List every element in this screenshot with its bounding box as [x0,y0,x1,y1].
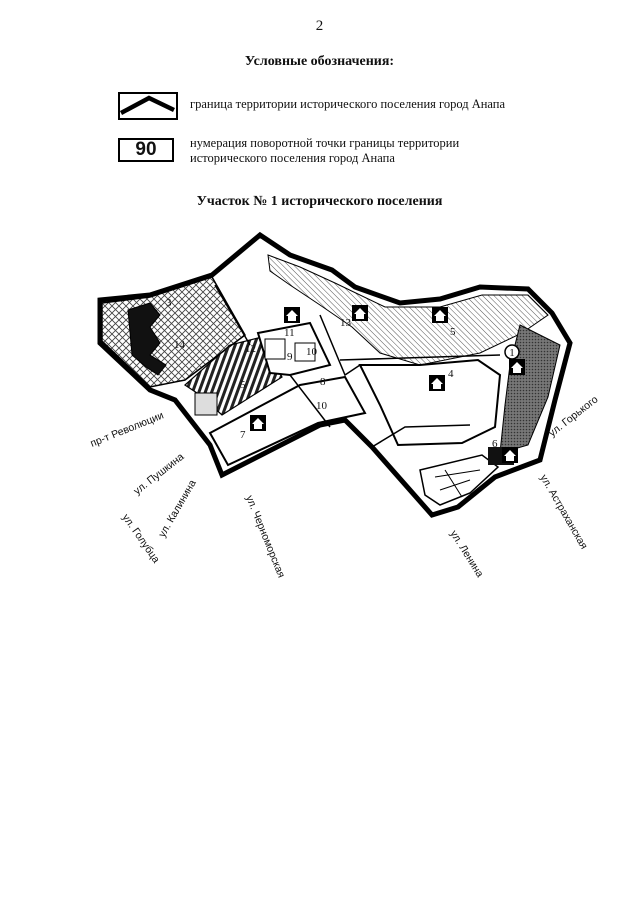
page-number: 2 [315,18,324,34]
historic-settlement-map: 1 3 4 5 5 6 7 8 9 10 10 11 12 13 14 пр-т… [89,231,601,580]
object-number: 6 [492,438,498,450]
monument-icon [502,447,518,463]
object-number: 4 [448,368,454,380]
numbered-point-marker: 1 [504,344,520,360]
object-number: 8 [320,376,326,388]
monument-icon [284,307,300,323]
street-label: ул. Ленина [447,528,485,579]
monument-icon [432,307,448,323]
street-label: ул. Пушкина [131,451,186,498]
object-number: 5 [450,326,456,338]
boundary-line-icon [118,92,178,120]
object-number: 10 [306,346,318,358]
monument-icon [352,305,368,321]
object-number: 3 [166,297,172,309]
monument-icon [250,415,266,431]
point-number-label: 1 [509,347,515,359]
park-block-6 [419,454,500,506]
legend-title: Условные обозначения: [244,54,395,69]
object-number: 13 [340,317,352,329]
object-number: 11 [284,327,295,339]
legend-point-text-line2: исторического поселения город Анапа [190,151,395,165]
legend-boundary-text: граница территории исторического поселен… [190,97,506,111]
monument-icon [429,375,445,391]
section-title: Участок № 1 исторического поселения [196,194,443,209]
legend-point-row: 90 нумерация поворотной точки границы те… [118,136,590,166]
object-number: 12 [245,343,256,355]
monument-icon [509,359,525,375]
object-number: 5 [240,379,246,391]
street-label: ул. Калинина [156,478,199,540]
point-number-badge: 90 [118,138,174,162]
street-label: ул. Астраханская [537,473,589,552]
object-number: 10 [316,400,328,412]
object-number: 7 [240,429,246,441]
street-label: пр-т Революции [89,409,166,449]
block-4 [358,358,502,447]
street-label: ул. Черноморская [243,494,287,580]
block-7-8 [208,375,367,467]
object-number: 14 [174,339,186,351]
object-number: 9 [287,351,293,363]
block-9-11 [256,321,332,377]
street-label: ул. Голубца [120,512,163,566]
legend-point-text-line1: нумерация поворотной точки границы терри… [190,136,460,150]
legend-boundary-row: граница территории исторического поселен… [118,92,590,120]
legend-point-text: нумерация поворотной точки границы терри… [190,136,590,166]
